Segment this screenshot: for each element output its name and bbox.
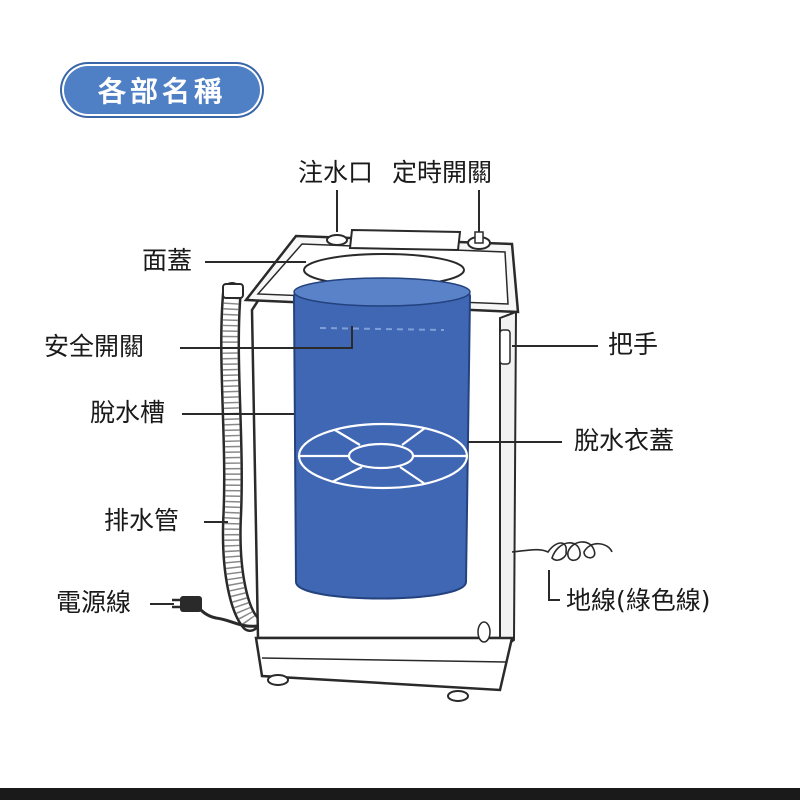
leader-ground-wire: [548, 570, 560, 601]
power-cord-drawing: [172, 596, 259, 628]
label-handle: 把手: [608, 330, 659, 359]
label-water-inlet: 注水口: [298, 158, 374, 187]
label-timer-switch: 定時開關: [392, 158, 493, 187]
section-title: 各部名稱: [64, 66, 260, 114]
drain-hose-drawing: [220, 282, 260, 632]
ground-wire-drawing: [511, 541, 613, 562]
bottom-border: [0, 788, 800, 800]
leader-safety-switch: [180, 326, 353, 349]
label-power-cord: 電源線: [56, 588, 132, 617]
label-ground-wire: 地線(綠色線): [566, 586, 711, 615]
spin-cover-drawing: [297, 422, 469, 490]
leader-lines: [150, 190, 598, 605]
label-drain-hose: 排水管: [104, 506, 180, 535]
label-spin-cover: 脫水衣蓋: [574, 426, 675, 455]
spin-tub-drawing: [292, 277, 472, 600]
label-spin-tub: 脫水槽: [90, 398, 166, 427]
label-top-cover: 面蓋: [142, 246, 193, 275]
label-safety-switch: 安全開關: [44, 332, 145, 361]
